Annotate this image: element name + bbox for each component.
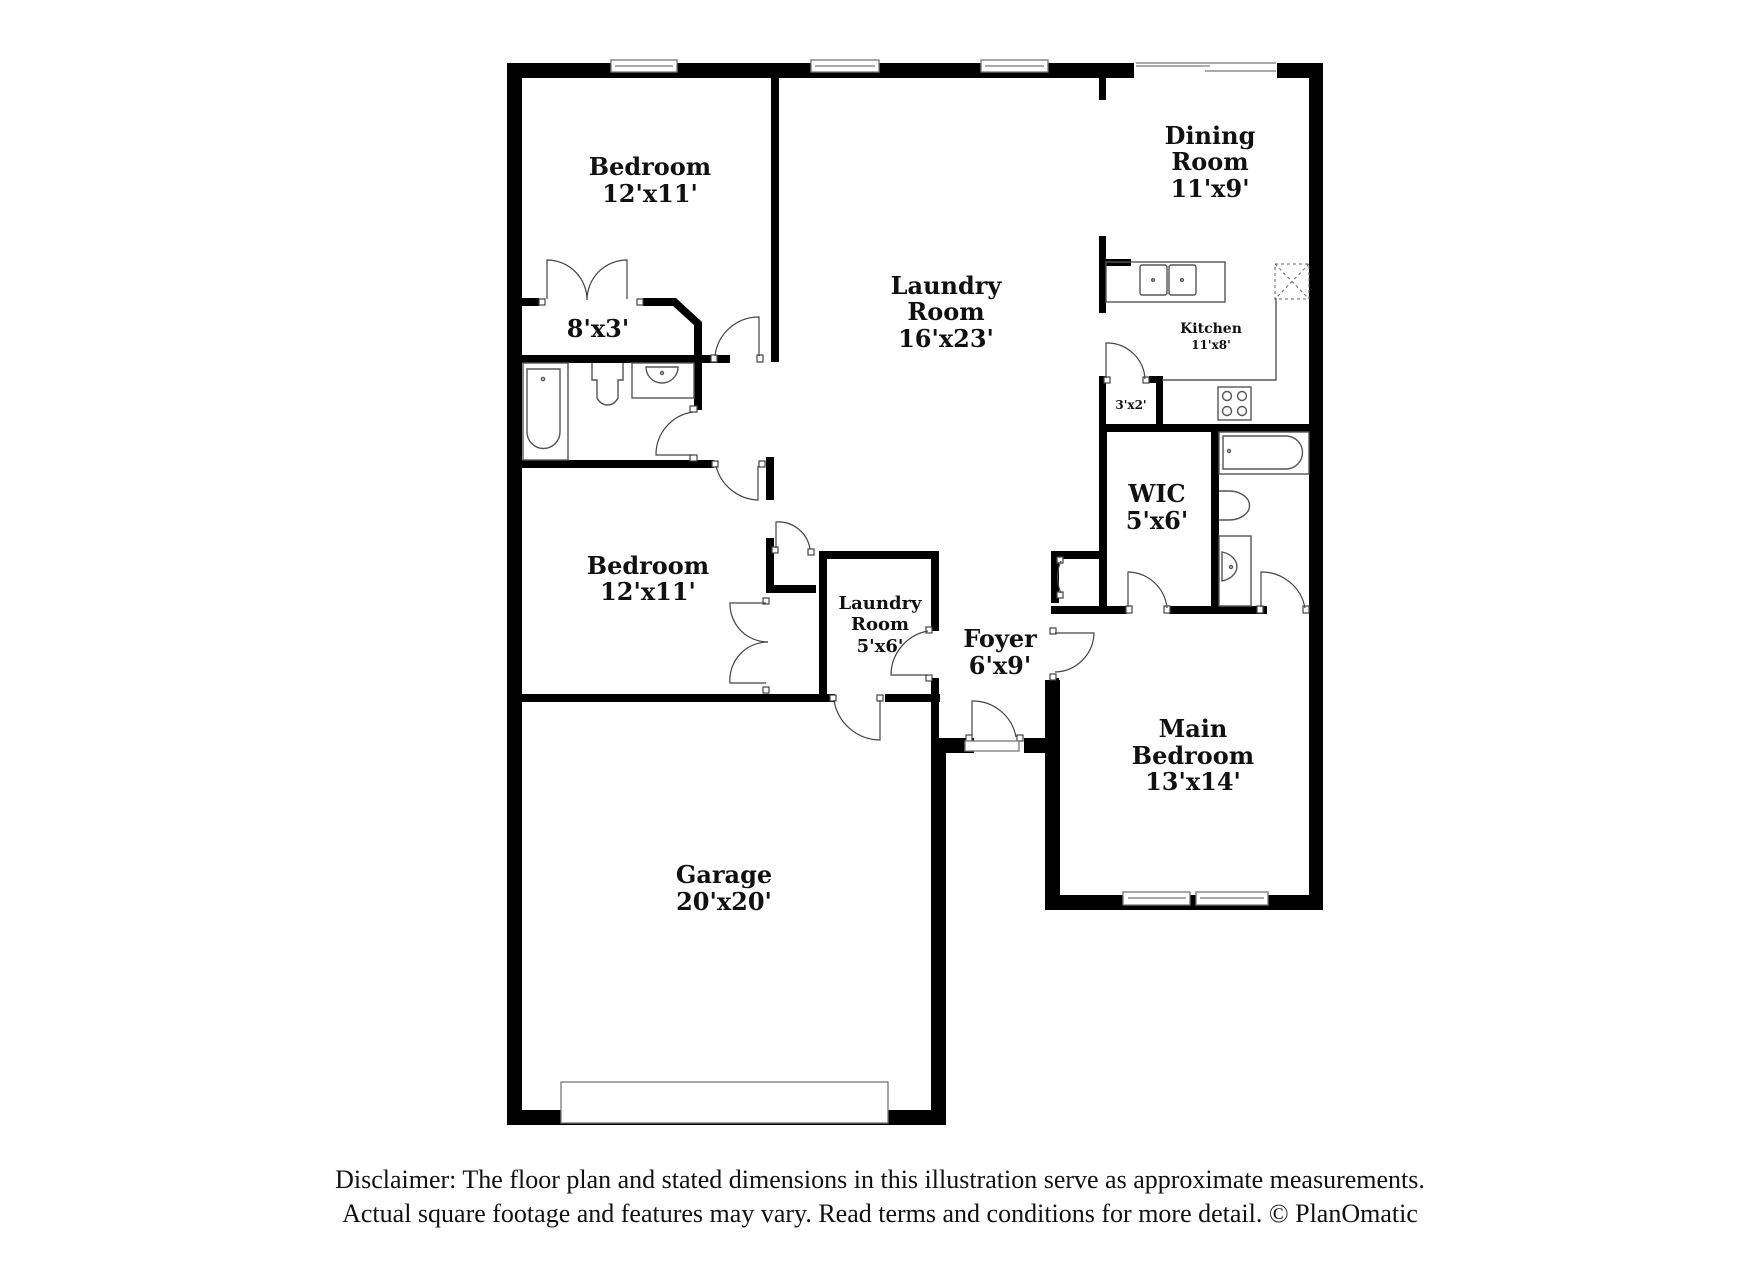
room-dimensions: 11'x8' bbox=[1191, 338, 1231, 352]
room-dimensions: 5'x6' bbox=[1126, 506, 1188, 535]
sink-icon bbox=[631, 362, 695, 399]
room-name: Garage bbox=[676, 860, 772, 889]
disclaimer-line-1: Disclaimer: The floor plan and stated di… bbox=[335, 1165, 1425, 1194]
room-dimensions: 5'x6' bbox=[857, 636, 904, 657]
room-name-line2: Room bbox=[1171, 147, 1248, 176]
interior-walls bbox=[519, 70, 1323, 744]
garage-door-icon bbox=[560, 1081, 889, 1124]
fixtures bbox=[522, 261, 1310, 607]
door-swing-icon[interactable] bbox=[829, 694, 884, 741]
room-name: Kitchen bbox=[1180, 321, 1242, 337]
toilet-icon bbox=[1219, 490, 1251, 521]
room-dimensions: 13'x14' bbox=[1145, 767, 1241, 796]
door-swing-icon[interactable] bbox=[1103, 342, 1150, 384]
door-swing-icon[interactable] bbox=[710, 316, 764, 363]
double-sink-icon bbox=[1105, 261, 1226, 303]
sink-icon bbox=[1218, 535, 1252, 607]
stove-icon bbox=[1217, 386, 1252, 421]
room-name: WIC bbox=[1127, 479, 1185, 508]
room-name-line2: Room bbox=[851, 614, 909, 635]
window-icon bbox=[1122, 891, 1191, 906]
disclaimer-line-2: Actual square footage and features may v… bbox=[342, 1199, 1418, 1228]
door-swing-icon[interactable] bbox=[655, 405, 698, 462]
window-icon bbox=[1195, 891, 1269, 906]
room-name: Bedroom bbox=[589, 152, 711, 181]
room-name-line2: Room bbox=[907, 297, 984, 326]
room-name: Laundry bbox=[891, 271, 1003, 300]
door-swing-icon[interactable] bbox=[711, 460, 766, 501]
room-name: Laundry bbox=[838, 593, 922, 614]
room-dimensions: 16'x23' bbox=[898, 324, 994, 353]
disclaimer: Disclaimer: The floor plan and stated di… bbox=[0, 1163, 1760, 1231]
toilet-icon bbox=[591, 363, 624, 406]
room-dimensions: 8'x3' bbox=[567, 314, 629, 343]
door-swing-icon[interactable] bbox=[538, 259, 644, 306]
room-name-line2: Bedroom bbox=[1132, 741, 1254, 770]
door-swing-icon[interactable] bbox=[729, 597, 770, 694]
window-icon bbox=[980, 59, 1049, 73]
room-dimensions: 6'x9' bbox=[969, 651, 1031, 680]
window-icon bbox=[810, 59, 880, 73]
door-swing-icon[interactable] bbox=[890, 626, 933, 682]
room-labels: Bedroom 12'x11' 8'x3' Laundry Room 16'x2… bbox=[567, 121, 1256, 916]
window-icon bbox=[610, 59, 678, 73]
sliding-door-icon bbox=[1134, 62, 1277, 78]
door-swing-icon[interactable] bbox=[1049, 627, 1095, 681]
room-dimensions: 20'x20' bbox=[676, 887, 772, 916]
fridge-icon bbox=[1274, 263, 1310, 300]
door-swing-icon[interactable] bbox=[1256, 571, 1310, 614]
bathtub-icon bbox=[522, 362, 569, 461]
door-swing-icon[interactable] bbox=[1125, 571, 1171, 614]
doors bbox=[538, 259, 1310, 752]
door-swing-icon[interactable] bbox=[771, 521, 815, 556]
room-name: Main bbox=[1159, 714, 1228, 743]
room-name: Foyer bbox=[963, 624, 1037, 653]
bathtub-icon bbox=[1218, 431, 1310, 475]
door-swing-icon[interactable] bbox=[1056, 556, 1064, 599]
room-name: Dining bbox=[1165, 121, 1256, 150]
windows bbox=[560, 59, 1277, 1124]
room-name: Bedroom bbox=[587, 551, 709, 580]
room-dimensions: 11'x9' bbox=[1170, 174, 1249, 203]
front-door-icon[interactable] bbox=[964, 700, 1024, 752]
room-dimensions: 12'x11' bbox=[600, 577, 696, 606]
room-dimensions: 3'x2' bbox=[1115, 398, 1146, 412]
room-dimensions: 12'x11' bbox=[602, 179, 698, 208]
